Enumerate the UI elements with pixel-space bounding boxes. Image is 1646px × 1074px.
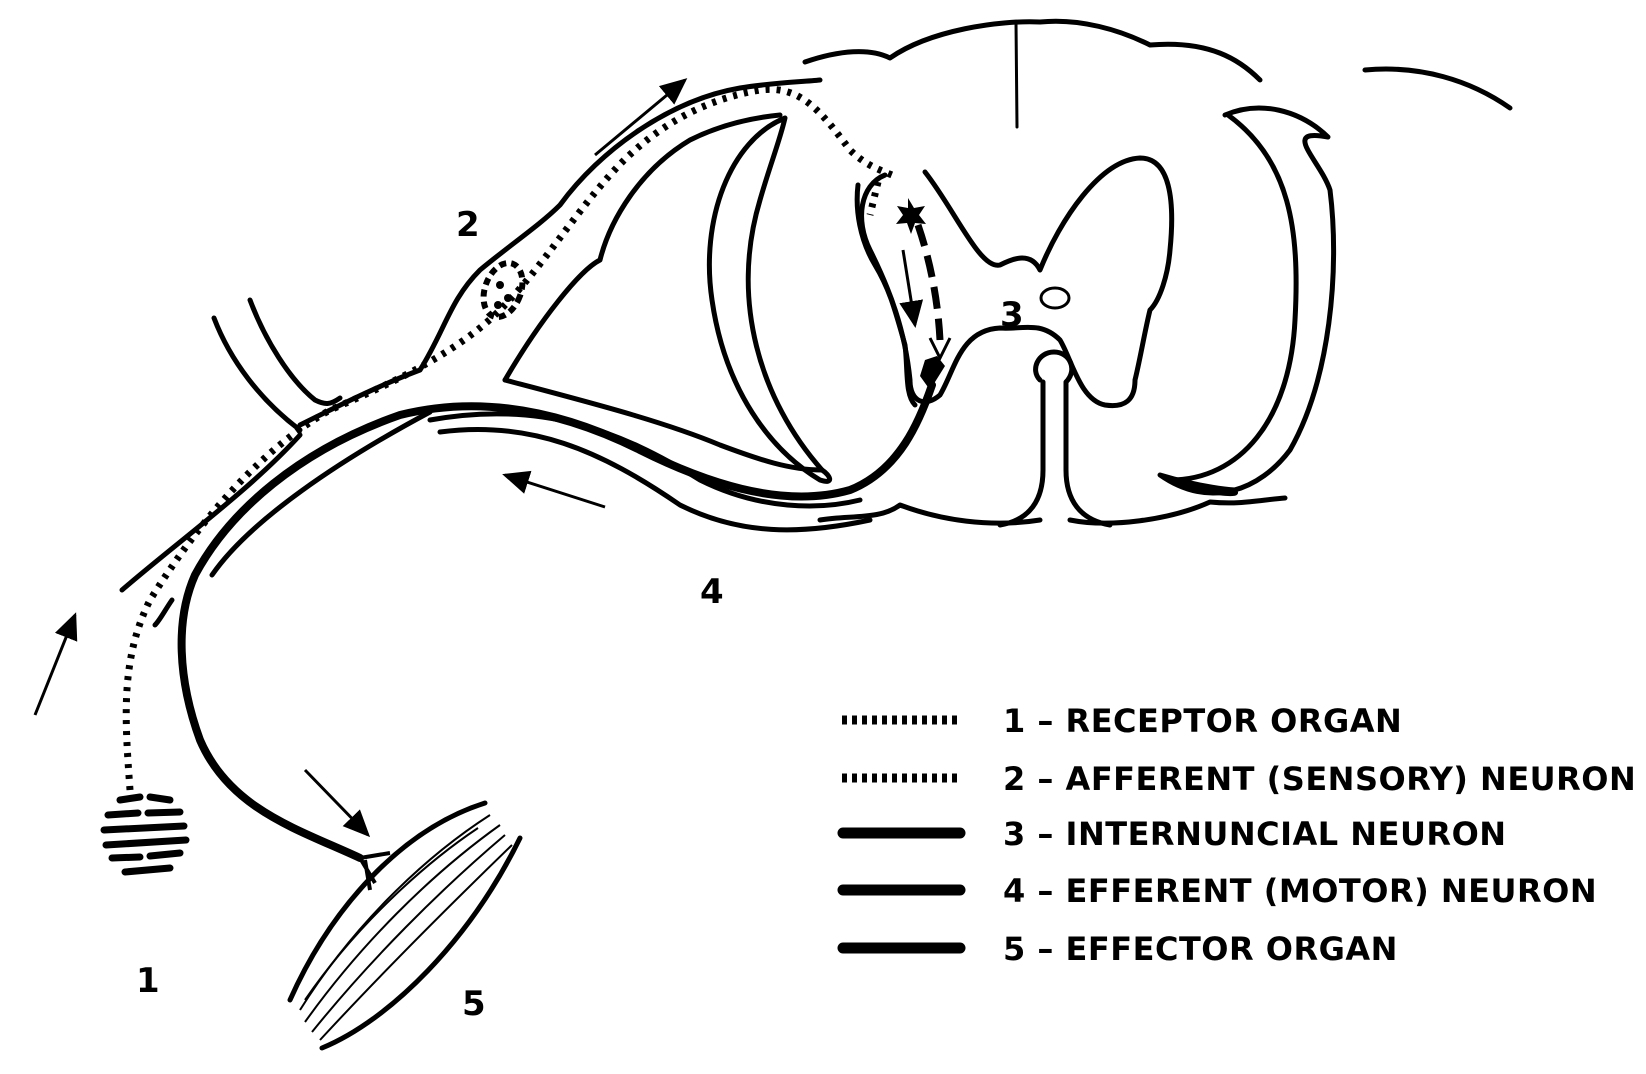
internuncial-neuron bbox=[854, 182, 952, 408]
legend: 1 – RECEPTOR ORGAN 2 – AFFERENT (SENSORY… bbox=[837, 702, 1636, 968]
legend-item: 2 – AFFERENT (SENSORY) NEURON bbox=[1003, 760, 1636, 798]
direction-arrow-motor-out bbox=[303, 768, 371, 838]
central-canal bbox=[1039, 286, 1071, 310]
receptor-organ bbox=[100, 792, 190, 878]
label-internuncial: 3 bbox=[1000, 295, 1024, 335]
afferent-neuron-path bbox=[122, 85, 894, 791]
gray-matter bbox=[859, 155, 1175, 409]
label-receptor: 1 bbox=[136, 961, 160, 1001]
median-fissure bbox=[1014, 20, 1019, 129]
spinal-cord-outline bbox=[802, 18, 1513, 497]
label-ganglion: 2 bbox=[456, 205, 480, 245]
label-efferent: 4 bbox=[700, 572, 724, 612]
legend-item: 3 – INTERNUNCIAL NEURON bbox=[1003, 815, 1507, 853]
legend-item: 1 – RECEPTOR ORGAN bbox=[1003, 702, 1402, 740]
legend-item: 5 – EFFECTOR ORGAN bbox=[1003, 930, 1398, 968]
legend-item: 4 – EFFERENT (MOTOR) NEURON bbox=[1003, 872, 1597, 910]
direction-arrow-sensory-root bbox=[594, 78, 688, 157]
lateral-funiculus bbox=[706, 115, 833, 484]
effector-organ bbox=[287, 800, 523, 1051]
efferent-neuron bbox=[177, 356, 945, 891]
label-effector: 5 bbox=[462, 984, 486, 1024]
dorsal-root bbox=[297, 77, 825, 473]
direction-arrow-sensory-in bbox=[33, 612, 78, 716]
anterior-median-fissure bbox=[997, 349, 1113, 528]
direction-arrow-motor-root bbox=[502, 470, 606, 509]
dorsal-root-ganglion bbox=[480, 259, 526, 321]
